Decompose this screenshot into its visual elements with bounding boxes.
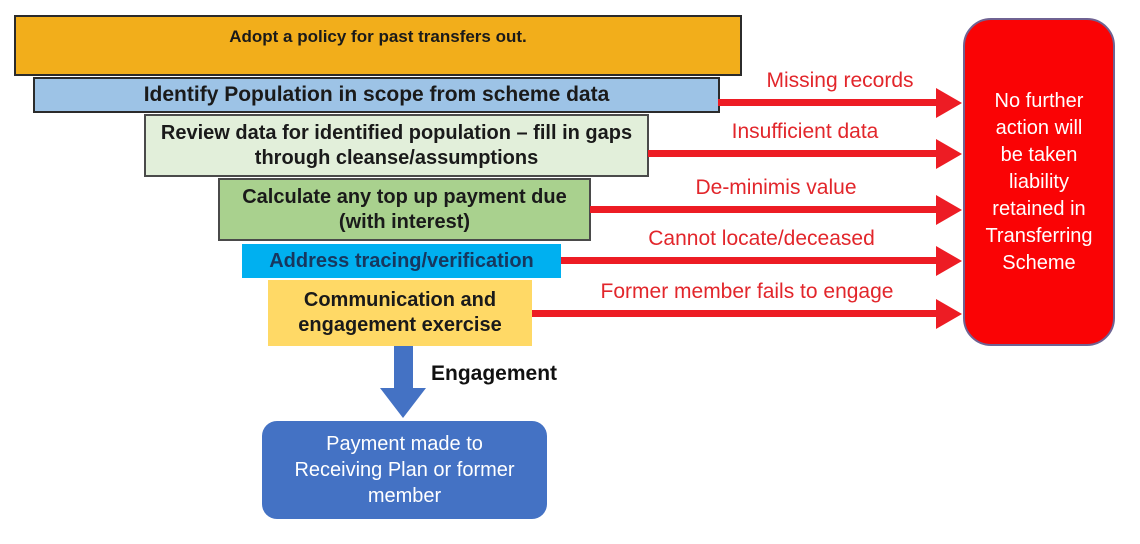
exit-arrow-missing-records: Missing records [718, 69, 962, 118]
funnel-step-identify-population: Identify Population in scope from scheme… [33, 77, 720, 113]
exit-arrowhead-icon [936, 139, 962, 169]
engagement-arrow-label: Engagement [431, 362, 558, 385]
payment-made-box-label: Payment made to Receiving Plan or former… [294, 433, 515, 507]
exit-label-cannot-locate: Cannot locate/deceased [648, 227, 875, 250]
funnel-step-communication-label: Communication and engagement exercise [298, 289, 502, 336]
funnel-step-review-data-label: Review data for identified population – … [160, 121, 633, 169]
exit-label-de-minimis-value: De-minimis value [695, 176, 857, 199]
exit-arrowhead-icon [936, 246, 962, 276]
exit-arrow-de-minimis-value: De-minimis value [590, 176, 962, 225]
exit-arrow-line [718, 99, 942, 106]
exit-arrow-cannot-locate: Cannot locate/deceased [561, 227, 962, 276]
exit-arrowhead-icon [936, 195, 962, 225]
exit-arrowhead-icon [936, 299, 962, 329]
exit-arrow-line [648, 150, 942, 157]
exit-arrow-line [590, 206, 942, 213]
exit-label-insufficient-data: Insufficient data [731, 120, 879, 143]
funnel-step-adopt-policy-label: Adopt a policy for past transfers out. [229, 27, 527, 46]
funnel-step-review-data: Review data for identified population – … [144, 114, 649, 177]
exit-arrow-fails-to-engage: Former member fails to engage [532, 280, 962, 329]
funnel-step-calculate-top-up: Calculate any top up payment due (with i… [218, 178, 591, 241]
outcome-box-no-further-action: No further action will be taken liabilit… [963, 18, 1115, 346]
outcome-box-label: No further action will be taken liabilit… [985, 89, 1093, 274]
funnel-step-identify-population-label: Identify Population in scope from scheme… [143, 82, 610, 106]
exit-label-missing-records: Missing records [766, 69, 914, 92]
exit-arrow-line [532, 310, 942, 317]
engagement-arrow-shaft [394, 346, 413, 389]
funnel-step-address-tracing: Address tracing/verification [242, 244, 561, 278]
exit-arrow-insufficient-data: Insufficient data [648, 120, 962, 169]
funnel-step-adopt-policy: Adopt a policy for past transfers out. [14, 15, 742, 76]
funnel-step-calculate-top-up-label: Calculate any top up payment due (with i… [242, 185, 567, 233]
funnel-step-communication: Communication and engagement exercise [268, 280, 532, 346]
engagement-arrowhead-icon [380, 388, 426, 418]
payment-made-box: Payment made to Receiving Plan or former… [262, 421, 547, 519]
exit-arrowhead-icon [936, 88, 962, 118]
exit-arrow-line [561, 257, 942, 264]
funnel-step-address-tracing-label: Address tracing/verification [269, 249, 534, 272]
exit-label-fails-to-engage: Former member fails to engage [600, 280, 894, 303]
